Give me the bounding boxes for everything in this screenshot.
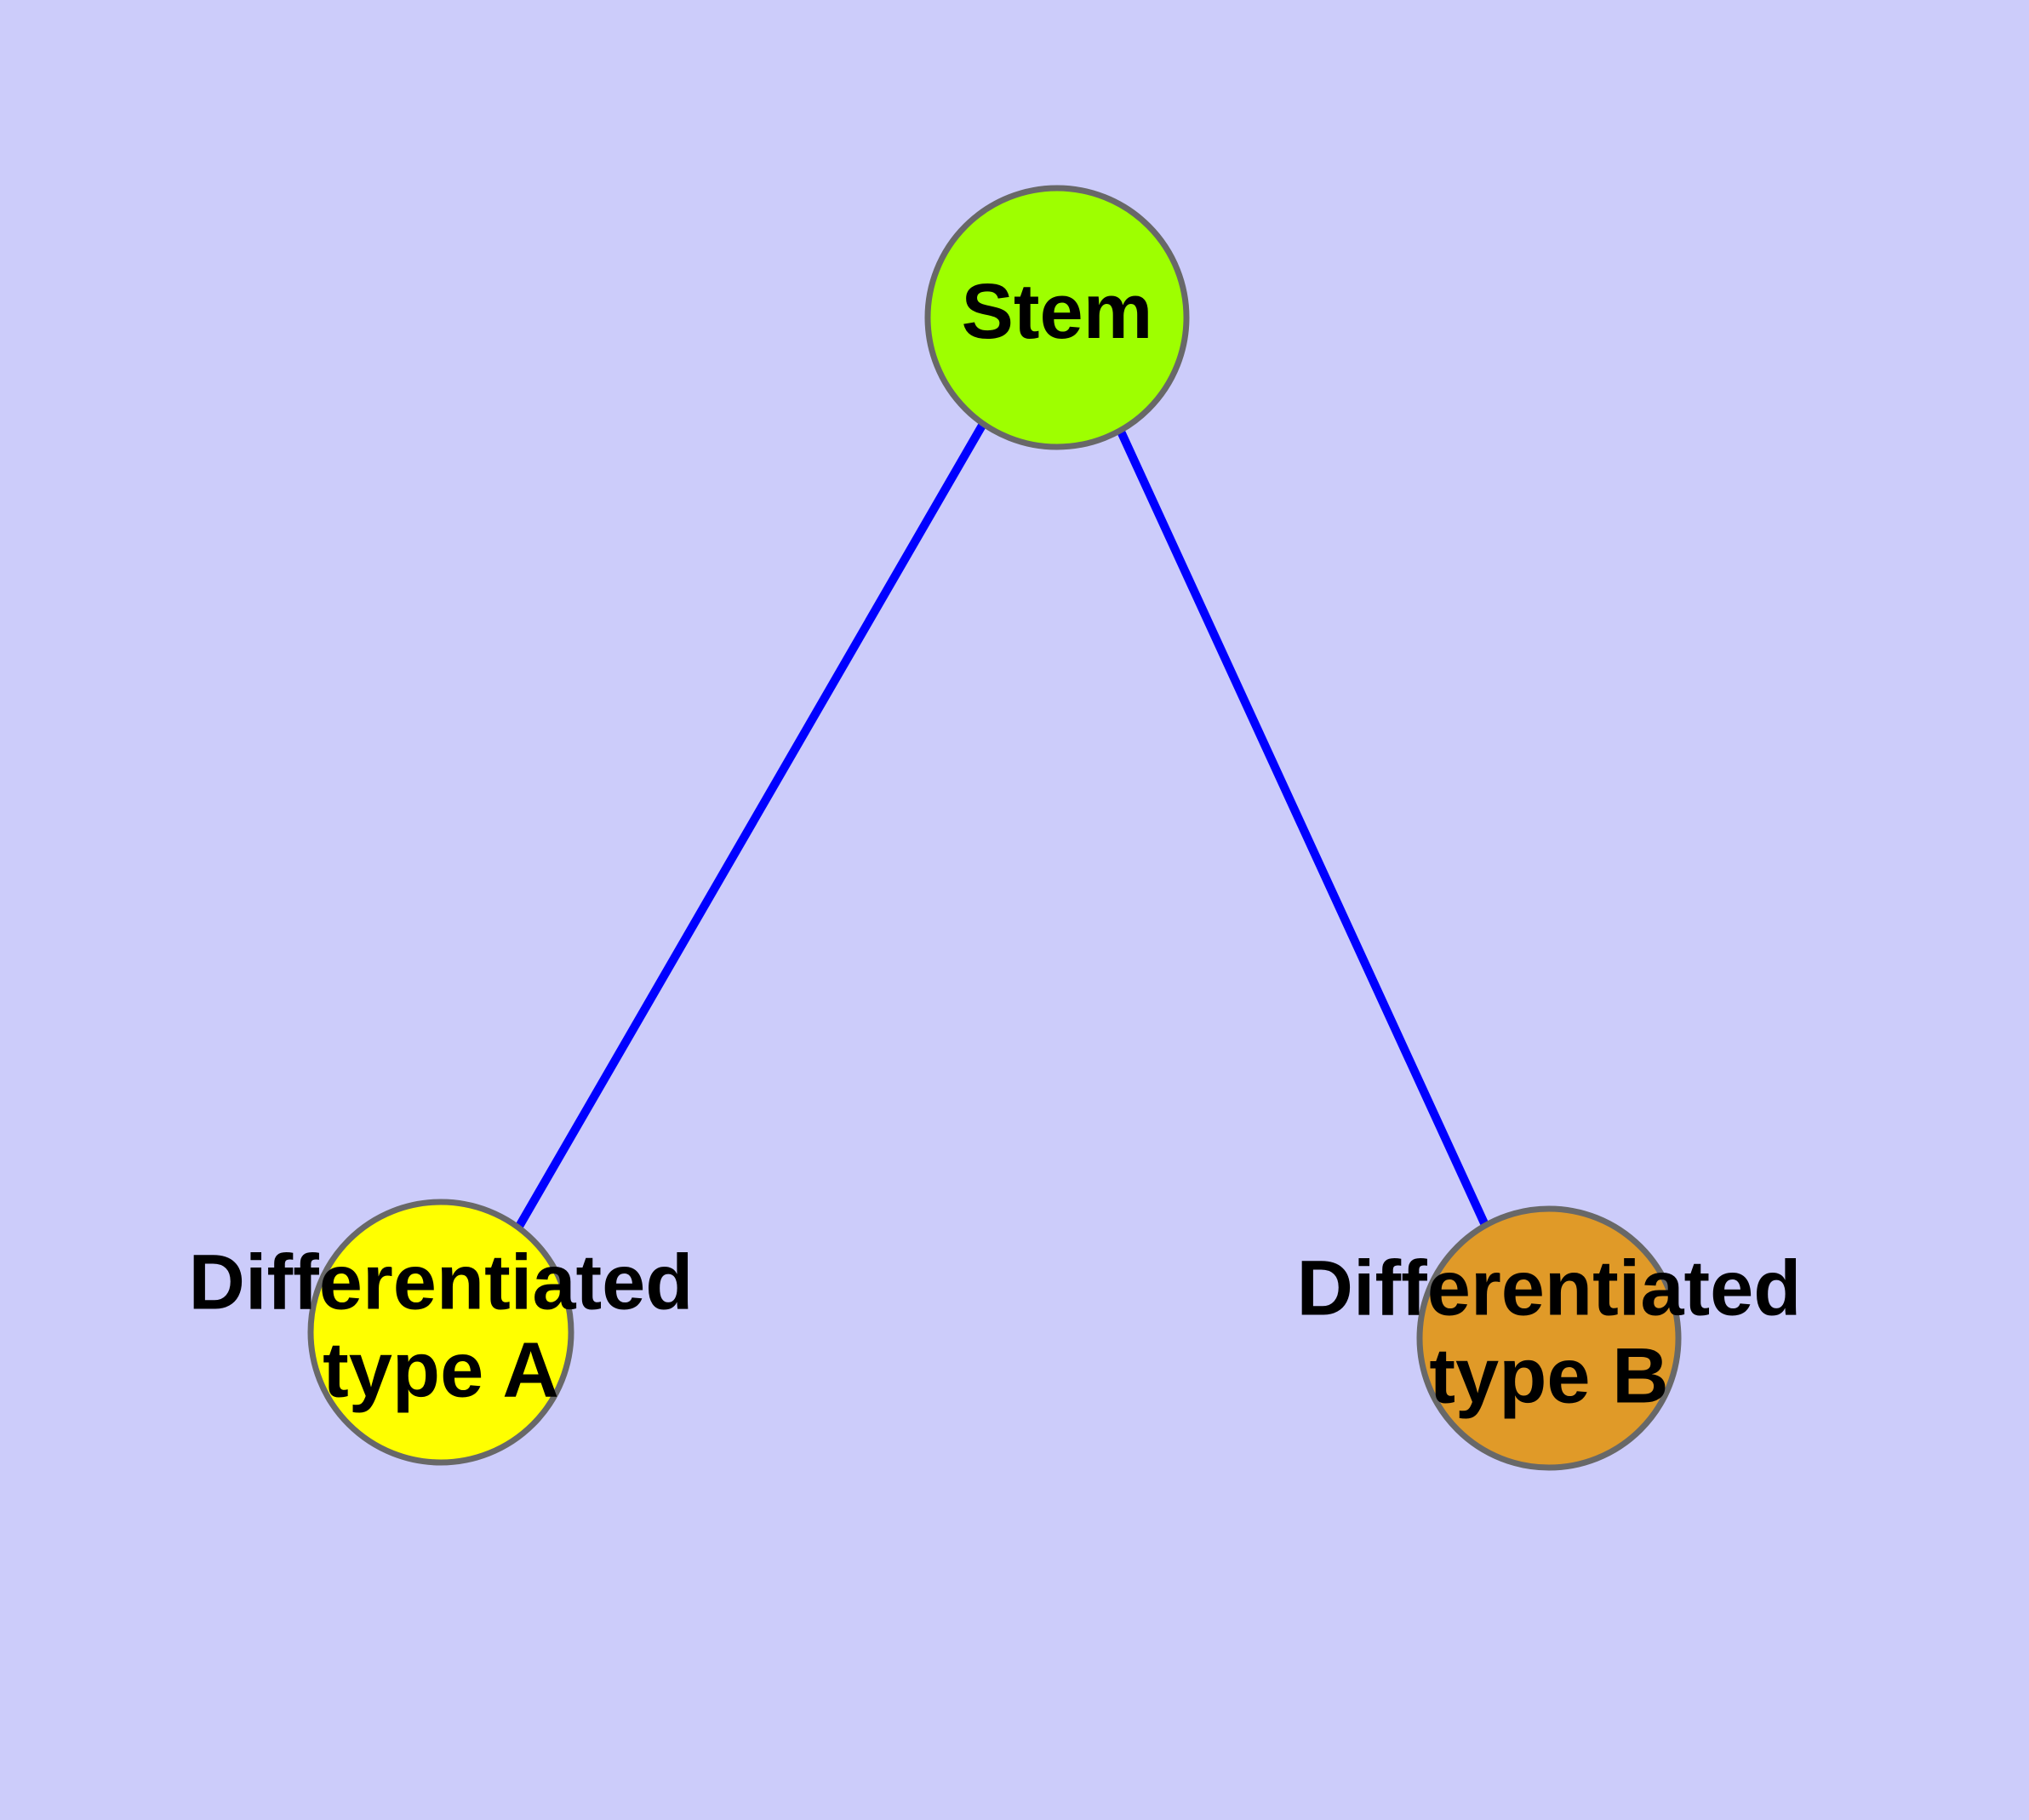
edge-stem-to-differentiated-type-a[interactable] xyxy=(510,421,987,1238)
node-label-line: Differentiated xyxy=(1297,1245,1802,1332)
node-differentiated-type-a[interactable] xyxy=(307,1199,574,1466)
node-differentiated-type-b[interactable] xyxy=(1416,1205,1682,1471)
node-label-line: Differentiated xyxy=(189,1239,694,1326)
node-label-line: type A xyxy=(323,1327,559,1414)
node-label-line: type B xyxy=(1429,1333,1668,1420)
node-layer xyxy=(307,185,1682,1471)
node-label-line: Stem xyxy=(962,268,1153,355)
node-stem[interactable] xyxy=(924,185,1190,450)
edge-layer xyxy=(510,420,1489,1238)
edge-stem-to-differentiated-type-b[interactable] xyxy=(1112,420,1489,1226)
node-label-stem: Stem xyxy=(962,268,1153,355)
